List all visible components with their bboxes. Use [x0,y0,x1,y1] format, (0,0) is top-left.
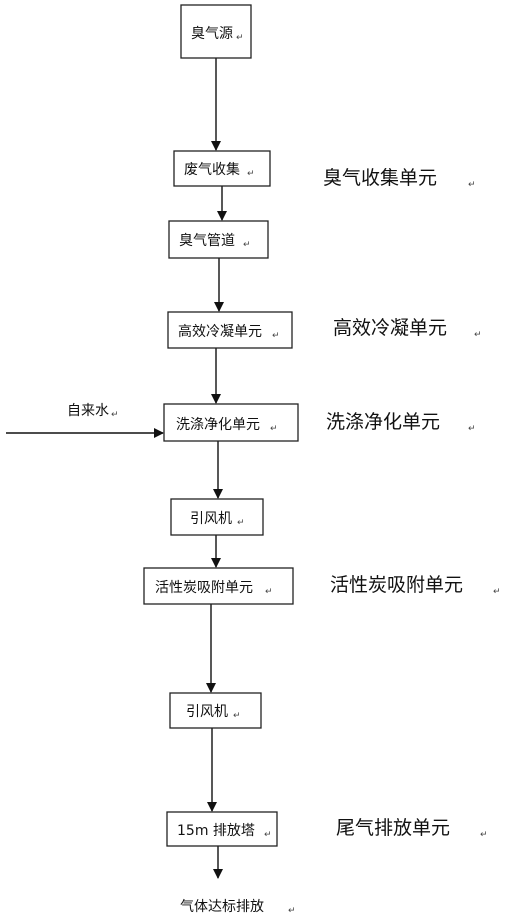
tap-water-label-text: 自来水 [67,403,109,419]
unit-condensation-text: 高效冷凝单元 [333,317,447,339]
svg-text:↵: ↵ [237,518,245,528]
node-activated-carbon-label: 活性炭吸附单元 [155,580,253,596]
svg-text:↵: ↵ [474,330,482,340]
svg-text:↵: ↵ [493,587,501,597]
node-condensation: 高效冷凝单元 ↵ [167,311,293,349]
svg-text:↵: ↵ [111,410,119,420]
node-waste-gas-collection-label: 废气收集 [184,161,240,178]
svg-text:↵: ↵ [480,830,488,840]
node-fan-1-label: 引风机 [190,511,232,527]
svg-text:↵: ↵ [468,180,476,190]
node-washing-label: 洗涤净化单元 [176,417,260,433]
svg-text:↵: ↵ [236,33,244,43]
node-odor-source: 臭气源 ↵ [180,4,252,59]
tap-water-label: 自来水 ↵ [67,403,119,420]
svg-text:↵: ↵ [288,906,296,916]
svg-text:↵: ↵ [265,587,273,597]
svg-text:↵: ↵ [243,240,251,250]
node-condensation-label: 高效冷凝单元 [178,323,262,340]
node-activated-carbon: 活性炭吸附单元 ↵ [143,567,294,605]
unit-adsorption-text: 活性炭吸附单元 [330,574,463,596]
output-label: 气体达标排放 ↵ [180,899,296,916]
node-fan-1: 引风机 ↵ [170,498,264,536]
unit-collection-text: 臭气收集单元 [323,167,437,189]
unit-label-condensation: 高效冷凝单元 ↵ [333,317,482,340]
unit-label-collection: 臭气收集单元 ↵ [323,167,476,190]
node-waste-gas-collection: 废气收集 ↵ [173,150,271,187]
unit-exhaust-text: 尾气排放单元 [336,817,450,839]
node-fan-2: 引风机 ↵ [169,692,262,729]
node-odor-pipe: 臭气管道 ↵ [168,220,269,259]
unit-washing-text: 洗涤净化单元 [326,411,440,433]
unit-label-adsorption: 活性炭吸附单元 ↵ [330,574,501,597]
node-fan-2-label: 引风机 [186,704,228,720]
node-tower: 15m 排放塔 ↵ [166,811,278,847]
node-odor-pipe-label: 臭气管道 [179,233,235,249]
svg-text:↵: ↵ [247,169,255,179]
svg-text:↵: ↵ [264,830,272,840]
node-odor-source-label: 臭气源 [191,26,233,42]
svg-text:↵: ↵ [270,424,278,434]
unit-label-exhaust: 尾气排放单元 ↵ [336,817,488,840]
node-washing: 洗涤净化单元 ↵ [163,403,299,442]
svg-text:↵: ↵ [272,331,280,341]
unit-label-washing: 洗涤净化单元 ↵ [326,411,476,434]
svg-text:↵: ↵ [233,711,241,721]
node-tower-label: 15m 排放塔 [177,823,255,839]
svg-text:↵: ↵ [468,424,476,434]
output-label-text: 气体达标排放 [180,899,264,915]
